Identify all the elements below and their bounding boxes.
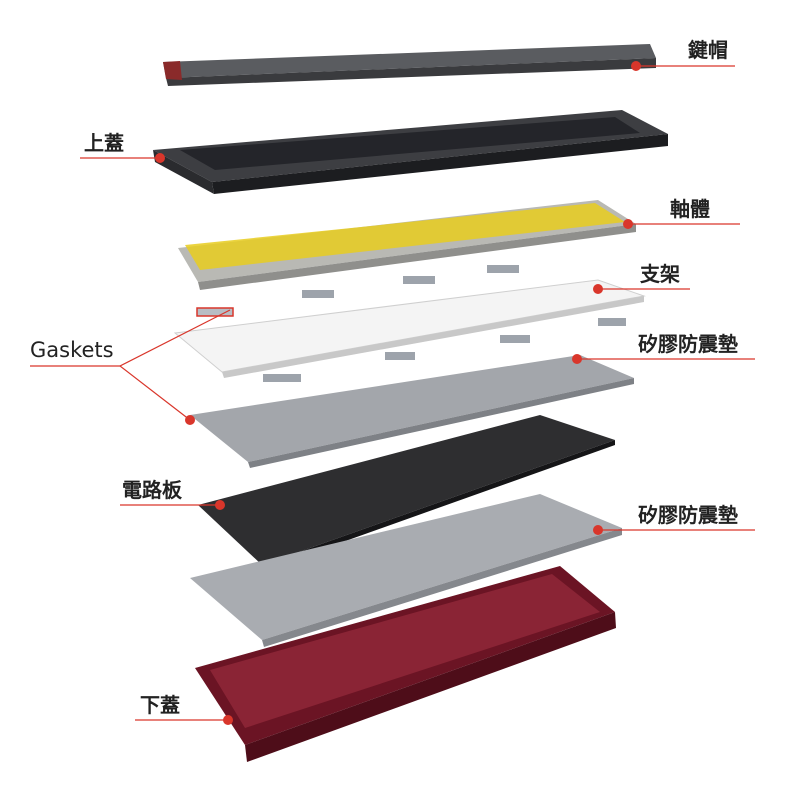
label-switches: 軸體 bbox=[670, 197, 710, 221]
switches-layer bbox=[178, 200, 636, 290]
label-silicone-pad-upper: 矽膠防震墊 bbox=[638, 332, 738, 356]
label-plate: 支架 bbox=[640, 262, 680, 286]
label-gaskets: Gaskets bbox=[30, 338, 114, 362]
gaskets-parts bbox=[196, 265, 626, 382]
label-bottom-case: 下蓋 bbox=[140, 693, 180, 717]
callout-dots bbox=[155, 61, 641, 725]
upper-foam-layer bbox=[190, 355, 634, 468]
lower-foam-layer bbox=[190, 494, 622, 647]
leader-lines bbox=[30, 65, 755, 721]
plate-layer bbox=[173, 279, 646, 378]
label-pcb: 電路板 bbox=[122, 478, 182, 502]
label-top-case: 上蓋 bbox=[84, 131, 124, 155]
bottom-case-layer bbox=[195, 566, 616, 762]
label-silicone-pad-lower: 矽膠防震墊 bbox=[638, 503, 738, 527]
pcb-layer bbox=[198, 415, 615, 570]
top-case-layer bbox=[153, 110, 668, 194]
keycaps-layer bbox=[163, 44, 656, 86]
label-keycaps: 鍵帽 bbox=[688, 38, 728, 62]
